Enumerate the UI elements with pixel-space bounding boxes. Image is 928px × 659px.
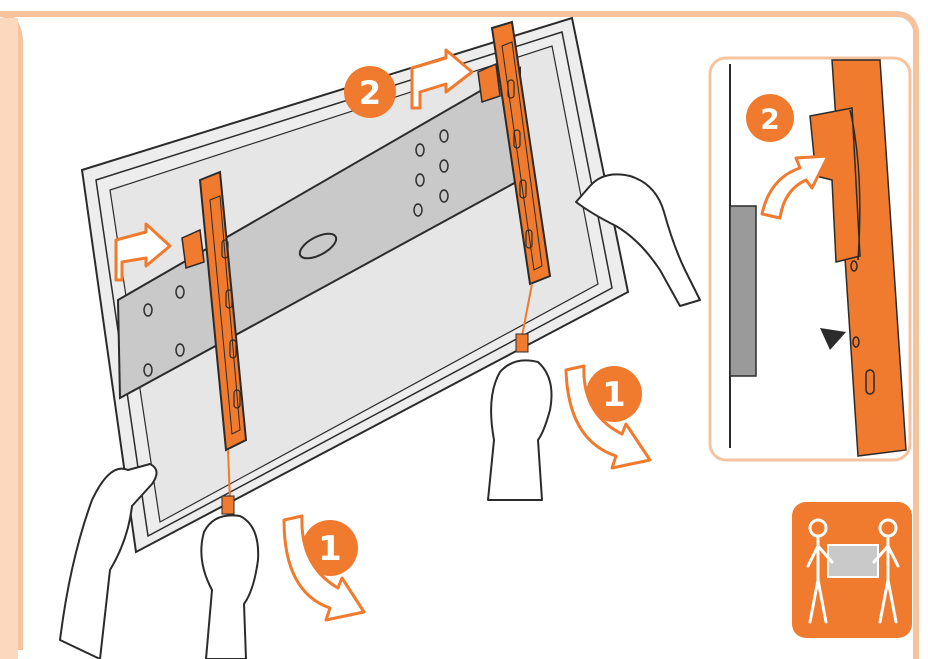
step-2-badge: 2 — [344, 66, 396, 118]
step-2-number: 2 — [359, 74, 381, 112]
step-1-number: 1 — [602, 375, 626, 415]
step-1-number-left: 1 — [318, 529, 342, 569]
two-person-lift-icon — [792, 502, 912, 638]
inset-detail-panel — [710, 58, 910, 460]
left-accent-bar — [0, 18, 18, 659]
step-2-number-inset: 2 — [760, 103, 779, 136]
step-2-badge-inset: 2 — [746, 94, 794, 142]
